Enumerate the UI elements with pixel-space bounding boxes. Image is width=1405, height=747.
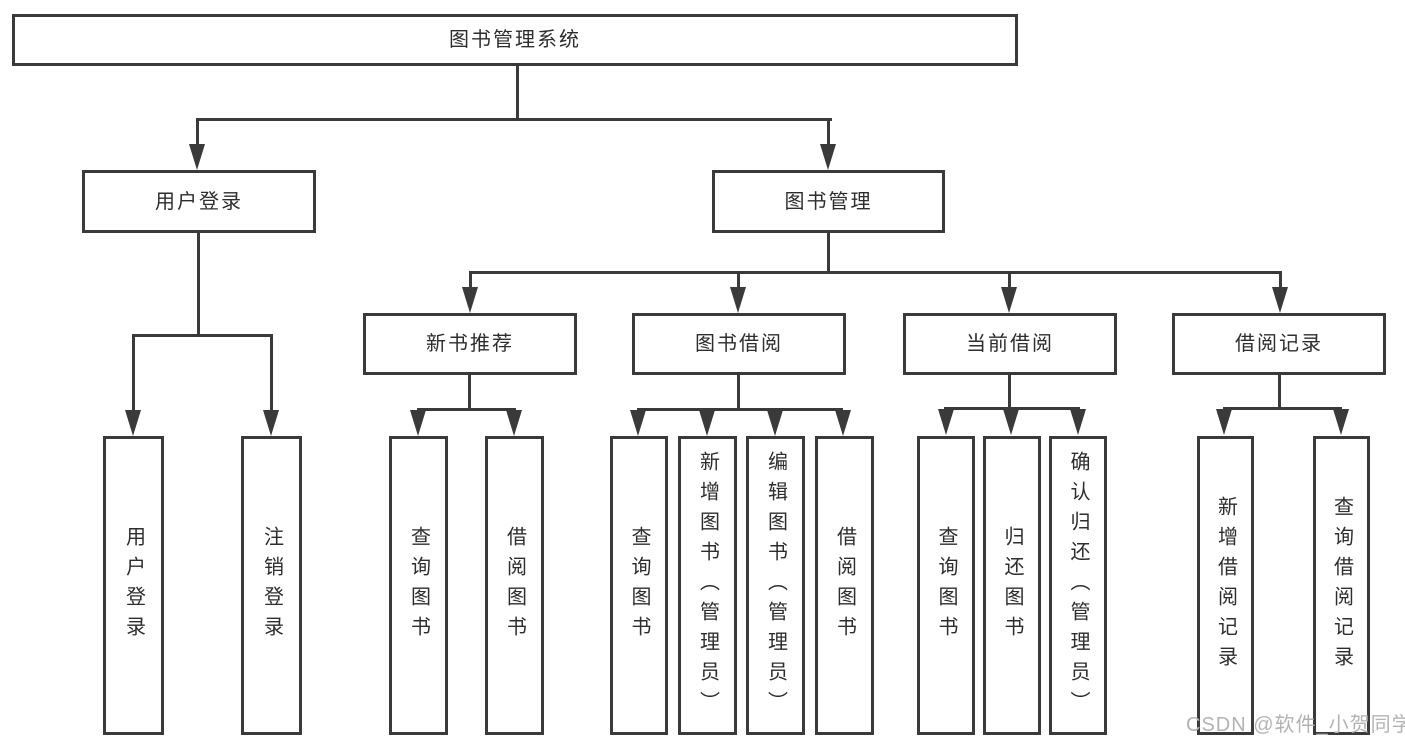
- arrow-down-icon: [820, 144, 836, 170]
- connector-line: [468, 375, 471, 410]
- connector-line: [827, 233, 830, 273]
- node-add-book-admin: 新增图书（管理员）: [678, 436, 737, 735]
- node-query-books: 查询图书: [389, 436, 448, 735]
- node-query-books: 查询图书: [917, 436, 975, 735]
- arrow-down-icon: [630, 410, 646, 436]
- connector-line: [1008, 271, 1011, 289]
- connector-line: [1223, 407, 1342, 410]
- arrow-down-icon: [1003, 409, 1019, 435]
- arrow-down-icon: [1216, 409, 1232, 435]
- arrow-down-icon: [1333, 409, 1349, 435]
- node-user-login: 用户登录: [82, 170, 316, 233]
- node-user-login-leaf: 用户登录: [103, 436, 164, 735]
- node-borrow-records: 借阅记录: [1172, 313, 1386, 375]
- connector-line: [1008, 375, 1011, 409]
- node-borrow-books: 借阅图书: [815, 436, 874, 735]
- arrow-down-icon: [462, 287, 478, 313]
- node-book-management: 图书管理: [712, 170, 945, 233]
- connector-line: [1278, 375, 1281, 409]
- node-current-borrow: 当前借阅: [903, 313, 1117, 375]
- arrow-down-icon: [410, 410, 426, 436]
- connector-line: [469, 271, 472, 289]
- connector-line: [1279, 271, 1282, 289]
- node-return-books: 归还图书: [983, 436, 1041, 735]
- connector-line: [196, 118, 199, 146]
- arrow-down-icon: [263, 410, 279, 436]
- connector-line: [417, 408, 516, 411]
- connector-line: [944, 407, 1080, 410]
- connector-line: [737, 375, 740, 410]
- connector-line: [132, 334, 135, 412]
- watermark: CSDN @软件_小贺同学: [1186, 714, 1405, 736]
- arrow-down-icon: [767, 410, 783, 436]
- arrow-down-icon: [730, 287, 746, 313]
- connector-line: [516, 66, 519, 120]
- connector-line: [469, 271, 1282, 274]
- node-query-books: 查询图书: [610, 436, 668, 735]
- arrow-down-icon: [189, 144, 205, 170]
- node-query-borrow-record: 查询借阅记录: [1313, 436, 1370, 735]
- arrow-down-icon: [699, 410, 715, 436]
- arrow-down-icon: [125, 410, 141, 436]
- node-logout: 注销登录: [241, 436, 302, 735]
- node-edit-book-admin: 编辑图书（管理员）: [746, 436, 805, 735]
- connector-line: [196, 118, 832, 121]
- node-book-borrow: 图书借阅: [632, 313, 846, 375]
- node-new-book-recommend: 新书推荐: [363, 313, 577, 375]
- connector-line: [197, 233, 200, 336]
- connector-line: [270, 334, 273, 412]
- connector-line: [827, 118, 830, 146]
- arrow-down-icon: [835, 410, 851, 436]
- connector-line: [637, 408, 843, 411]
- arrow-down-icon: [1001, 287, 1017, 313]
- node-add-borrow-record: 新增借阅记录: [1197, 436, 1254, 735]
- arrow-down-icon: [938, 409, 954, 435]
- connector-line: [737, 271, 740, 289]
- node-confirm-return-admin: 确认归还（管理员）: [1049, 436, 1107, 735]
- arrow-down-icon: [1070, 409, 1086, 435]
- arrow-down-icon: [1272, 287, 1288, 313]
- node-library-system: 图书管理系统: [12, 14, 1018, 66]
- node-borrow-books: 借阅图书: [485, 436, 544, 735]
- arrow-down-icon: [506, 410, 522, 436]
- connector-line: [132, 334, 273, 337]
